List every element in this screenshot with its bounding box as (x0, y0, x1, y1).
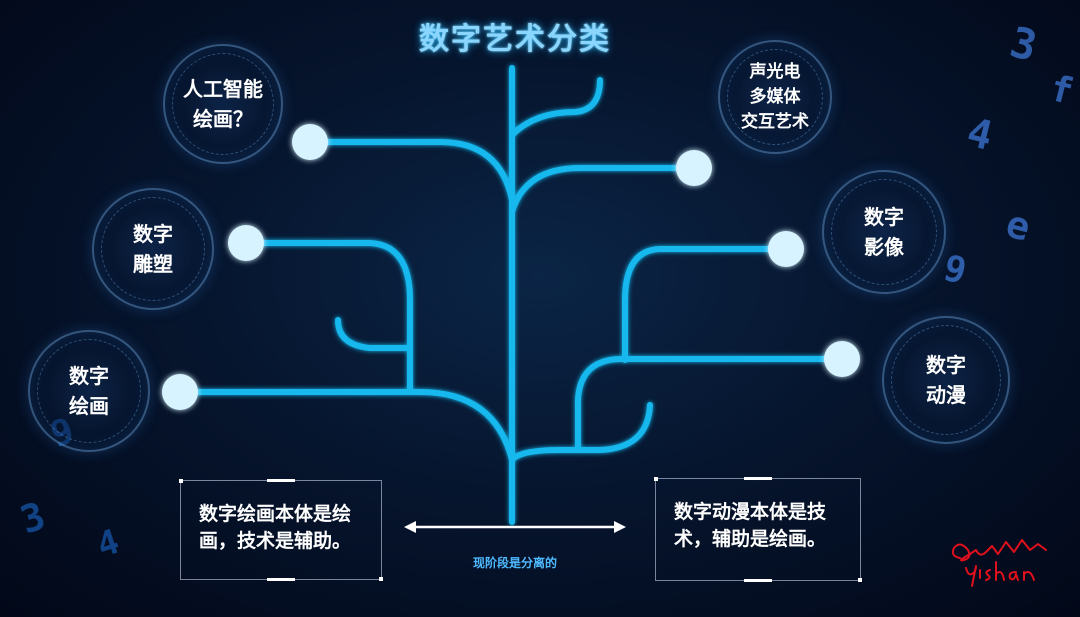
category-ai-painting-line1: 人工智能 (183, 77, 263, 101)
note-animation: 数字动漫本体是技术，辅助是绘画。 (654, 477, 862, 582)
category-ai-painting: 人工智能 绘画？ (163, 44, 283, 164)
category-sound-light-line2: 多媒体 (749, 86, 801, 107)
branch-painting (179, 389, 515, 463)
category-sculpture-line2: 雕塑 (133, 252, 173, 276)
branch-sound-light (509, 165, 697, 215)
category-animation-line1: 数字 (926, 353, 966, 377)
diagram-title: 数字艺术分类 (419, 22, 611, 57)
arrow-head-left (404, 521, 416, 533)
category-sound-light-line1: 声光电 (749, 61, 801, 82)
note-frame-corner (379, 577, 383, 581)
category-painting-line2: 绘画 (69, 394, 109, 418)
category-painting: 数字 绘画 (28, 330, 150, 452)
note-painting-text: 数字绘画本体是绘画，技术是辅助。 (199, 503, 352, 552)
branch-sculpture (245, 240, 413, 395)
arrow-head-right (614, 521, 626, 533)
category-ai-painting-line2: 绘画？ (193, 107, 253, 131)
note-frame-corner (179, 479, 183, 483)
signature-mark (951, 539, 1047, 587)
note-frame-tick (267, 479, 295, 482)
node-imaging (768, 231, 804, 267)
branch-imaging (622, 246, 787, 363)
category-painting-line1: 数字 (69, 364, 109, 388)
branch-lower-hook (509, 402, 653, 463)
note-frame-tick (744, 579, 772, 582)
branch-ai-painting (309, 139, 515, 203)
node-animation (824, 341, 860, 377)
category-animation: 数字 动漫 (882, 316, 1010, 444)
category-sculpture: 数字 雕塑 (92, 188, 214, 310)
note-frame-tick (744, 477, 772, 480)
node-sound-light (676, 150, 712, 186)
node-ai-painting (292, 124, 328, 160)
category-sound-light-line3: 交互艺术 (741, 111, 809, 132)
category-imaging-line1: 数字 (864, 205, 904, 229)
note-frame-corner (654, 477, 658, 481)
branch-top-hook (509, 77, 603, 138)
node-painting (162, 374, 198, 410)
note-frame-tick (267, 578, 295, 581)
note-frame-corner (858, 578, 862, 582)
branch-sculpture-hook (335, 317, 413, 351)
separation-caption: 现阶段是分离的 (472, 556, 557, 570)
category-sound-light: 声光电 多媒体 交互艺术 (718, 40, 832, 154)
branch-animation (575, 356, 843, 453)
category-animation-line2: 动漫 (926, 383, 966, 407)
note-painting: 数字绘画本体是绘画，技术是辅助。 (179, 479, 383, 581)
category-imaging-line2: 影像 (864, 235, 904, 259)
note-animation-text: 数字动漫本体是技术，辅助是绘画。 (674, 501, 827, 550)
node-sculpture (228, 225, 264, 261)
category-imaging: 数字 影像 (822, 170, 946, 294)
category-sculpture-line1: 数字 (133, 222, 173, 246)
